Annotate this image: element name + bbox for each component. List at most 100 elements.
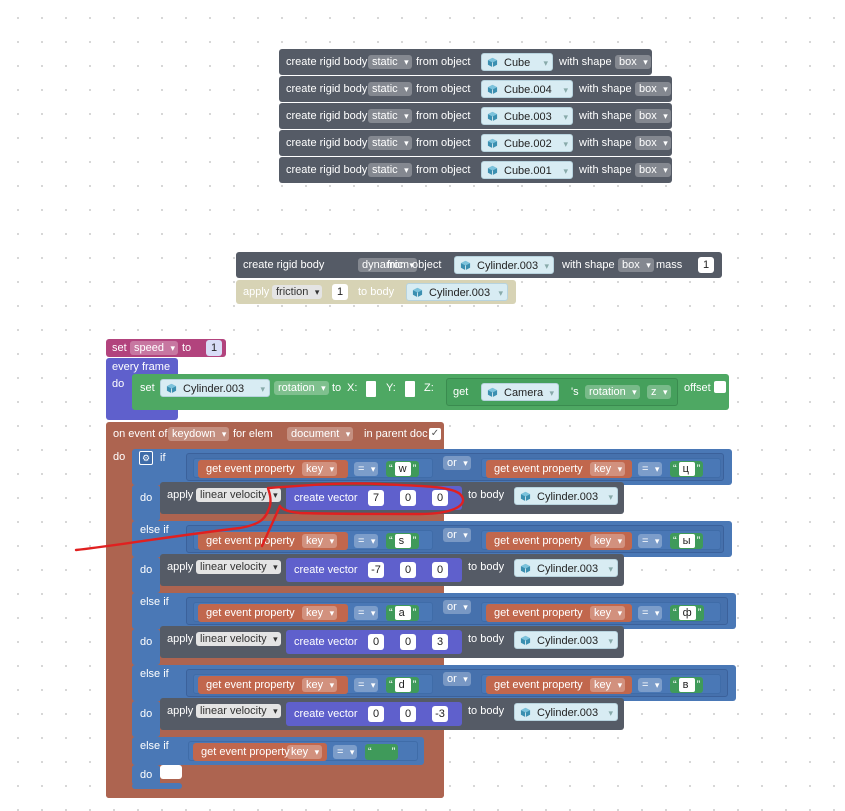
string-value[interactable]: ы — [678, 534, 695, 548]
element-dropdown[interactable]: document — [287, 427, 354, 441]
string-value[interactable]: ц — [678, 462, 695, 476]
string-value[interactable]: a — [394, 606, 411, 620]
body-type-dropdown[interactable]: static — [368, 82, 412, 96]
shape-dropdown[interactable]: box — [635, 82, 671, 96]
shape-dropdown[interactable]: box — [615, 55, 651, 69]
friction-value-input[interactable]: 1 — [332, 284, 348, 300]
event-type-dropdown[interactable]: keydown — [168, 427, 230, 441]
or-dropdown[interactable]: or — [443, 456, 471, 470]
event-property-dropdown[interactable]: key — [590, 606, 626, 620]
string-literal[interactable]: “ ” — [365, 744, 399, 760]
shape-dropdown[interactable]: box — [635, 136, 671, 150]
event-property-dropdown[interactable]: key — [590, 534, 626, 548]
event-property-dropdown[interactable]: key — [287, 745, 323, 759]
vector-x-input[interactable]: -7 — [368, 562, 384, 578]
static-rigid-body-block[interactable]: create rigid bodystaticfrom objectCube.0… — [279, 157, 672, 183]
object-selector[interactable]: Cube.001 — [481, 161, 573, 180]
vector-y-input[interactable]: 0 — [400, 634, 416, 650]
camera-property-dropdown[interactable]: rotation — [585, 385, 640, 399]
y-input-slot[interactable] — [405, 381, 415, 397]
apply-friction-block[interactable]: apply friction 1 to body Cylinder.003 — [236, 280, 516, 304]
vector-z-input[interactable]: 0 — [432, 562, 448, 578]
vector-x-input[interactable]: 7 — [368, 490, 384, 506]
get-rotation-block[interactable]: get Camera 's rotation z — [446, 378, 678, 406]
or-dropdown[interactable]: or — [443, 600, 471, 614]
body-type-dropdown[interactable]: static — [368, 55, 412, 69]
string-literal[interactable]: “a” — [386, 605, 420, 621]
velocity-type-dropdown[interactable]: linear velocity — [196, 560, 281, 574]
body-type-dropdown[interactable]: static — [368, 136, 412, 150]
body-selector[interactable]: Cylinder.003 — [514, 487, 618, 506]
body-selector[interactable]: Cylinder.003 — [406, 283, 508, 302]
event-property-dropdown[interactable]: key — [590, 678, 626, 692]
body-type-dropdown[interactable]: dynamic — [358, 258, 417, 272]
string-value[interactable]: ф — [678, 606, 696, 620]
operator-dropdown[interactable]: = — [333, 745, 358, 759]
mass-input[interactable]: 1 — [698, 257, 714, 273]
vector-y-input[interactable]: 0 — [400, 706, 416, 722]
operator-dropdown[interactable]: = — [354, 606, 379, 620]
shape-dropdown[interactable]: box — [635, 109, 671, 123]
shape-dropdown[interactable]: box — [618, 258, 654, 272]
string-literal[interactable]: “в” — [670, 677, 704, 693]
x-input-slot[interactable] — [366, 381, 376, 397]
gear-icon[interactable]: ⚙ — [139, 451, 153, 465]
velocity-type-dropdown[interactable]: linear velocity — [196, 704, 281, 718]
empty-statement-slot[interactable] — [160, 765, 182, 779]
property-dropdown[interactable]: friction — [272, 285, 323, 299]
vector-z-input[interactable]: -3 — [432, 706, 448, 722]
or-dropdown[interactable]: or — [443, 528, 471, 542]
string-literal[interactable]: “ц” — [670, 461, 704, 477]
body-type-dropdown[interactable]: static — [368, 163, 412, 177]
object-selector[interactable]: Cube.004 — [481, 80, 573, 99]
static-rigid-body-block[interactable]: create rigid bodystaticfrom objectCubewi… — [279, 49, 652, 75]
vector-x-input[interactable]: 0 — [368, 634, 384, 650]
camera-selector[interactable]: Camera — [481, 383, 559, 402]
body-selector[interactable]: Cylinder.003 — [514, 559, 618, 578]
object-selector[interactable]: Cube.003 — [481, 107, 573, 126]
velocity-type-dropdown[interactable]: linear velocity — [196, 488, 281, 502]
velocity-type-dropdown[interactable]: linear velocity — [196, 632, 281, 646]
event-property-dropdown[interactable]: key — [590, 462, 626, 476]
event-property-dropdown[interactable]: key — [302, 678, 338, 692]
shape-dropdown[interactable]: box — [635, 163, 671, 177]
operator-dropdown[interactable]: = — [354, 678, 379, 692]
speed-value-input[interactable]: 1 — [206, 340, 222, 356]
body-selector[interactable]: Cylinder.003 — [514, 703, 618, 722]
object-selector[interactable]: Cylinder.003 — [160, 379, 270, 398]
string-literal[interactable]: “ы” — [670, 533, 704, 549]
body-selector[interactable]: Cylinder.003 — [514, 631, 618, 650]
static-rigid-body-block[interactable]: create rigid bodystaticfrom objectCube.0… — [279, 130, 672, 156]
vector-z-input[interactable]: 0 — [432, 490, 448, 506]
string-value[interactable]: w — [394, 462, 411, 476]
static-rigid-body-block[interactable]: create rigid bodystaticfrom objectCube.0… — [279, 76, 672, 102]
vector-x-input[interactable]: 0 — [368, 706, 384, 722]
offset-checkbox[interactable] — [714, 381, 726, 393]
event-property-dropdown[interactable]: key — [302, 462, 338, 476]
set-speed-block[interactable]: set speed to 1 — [106, 339, 226, 357]
